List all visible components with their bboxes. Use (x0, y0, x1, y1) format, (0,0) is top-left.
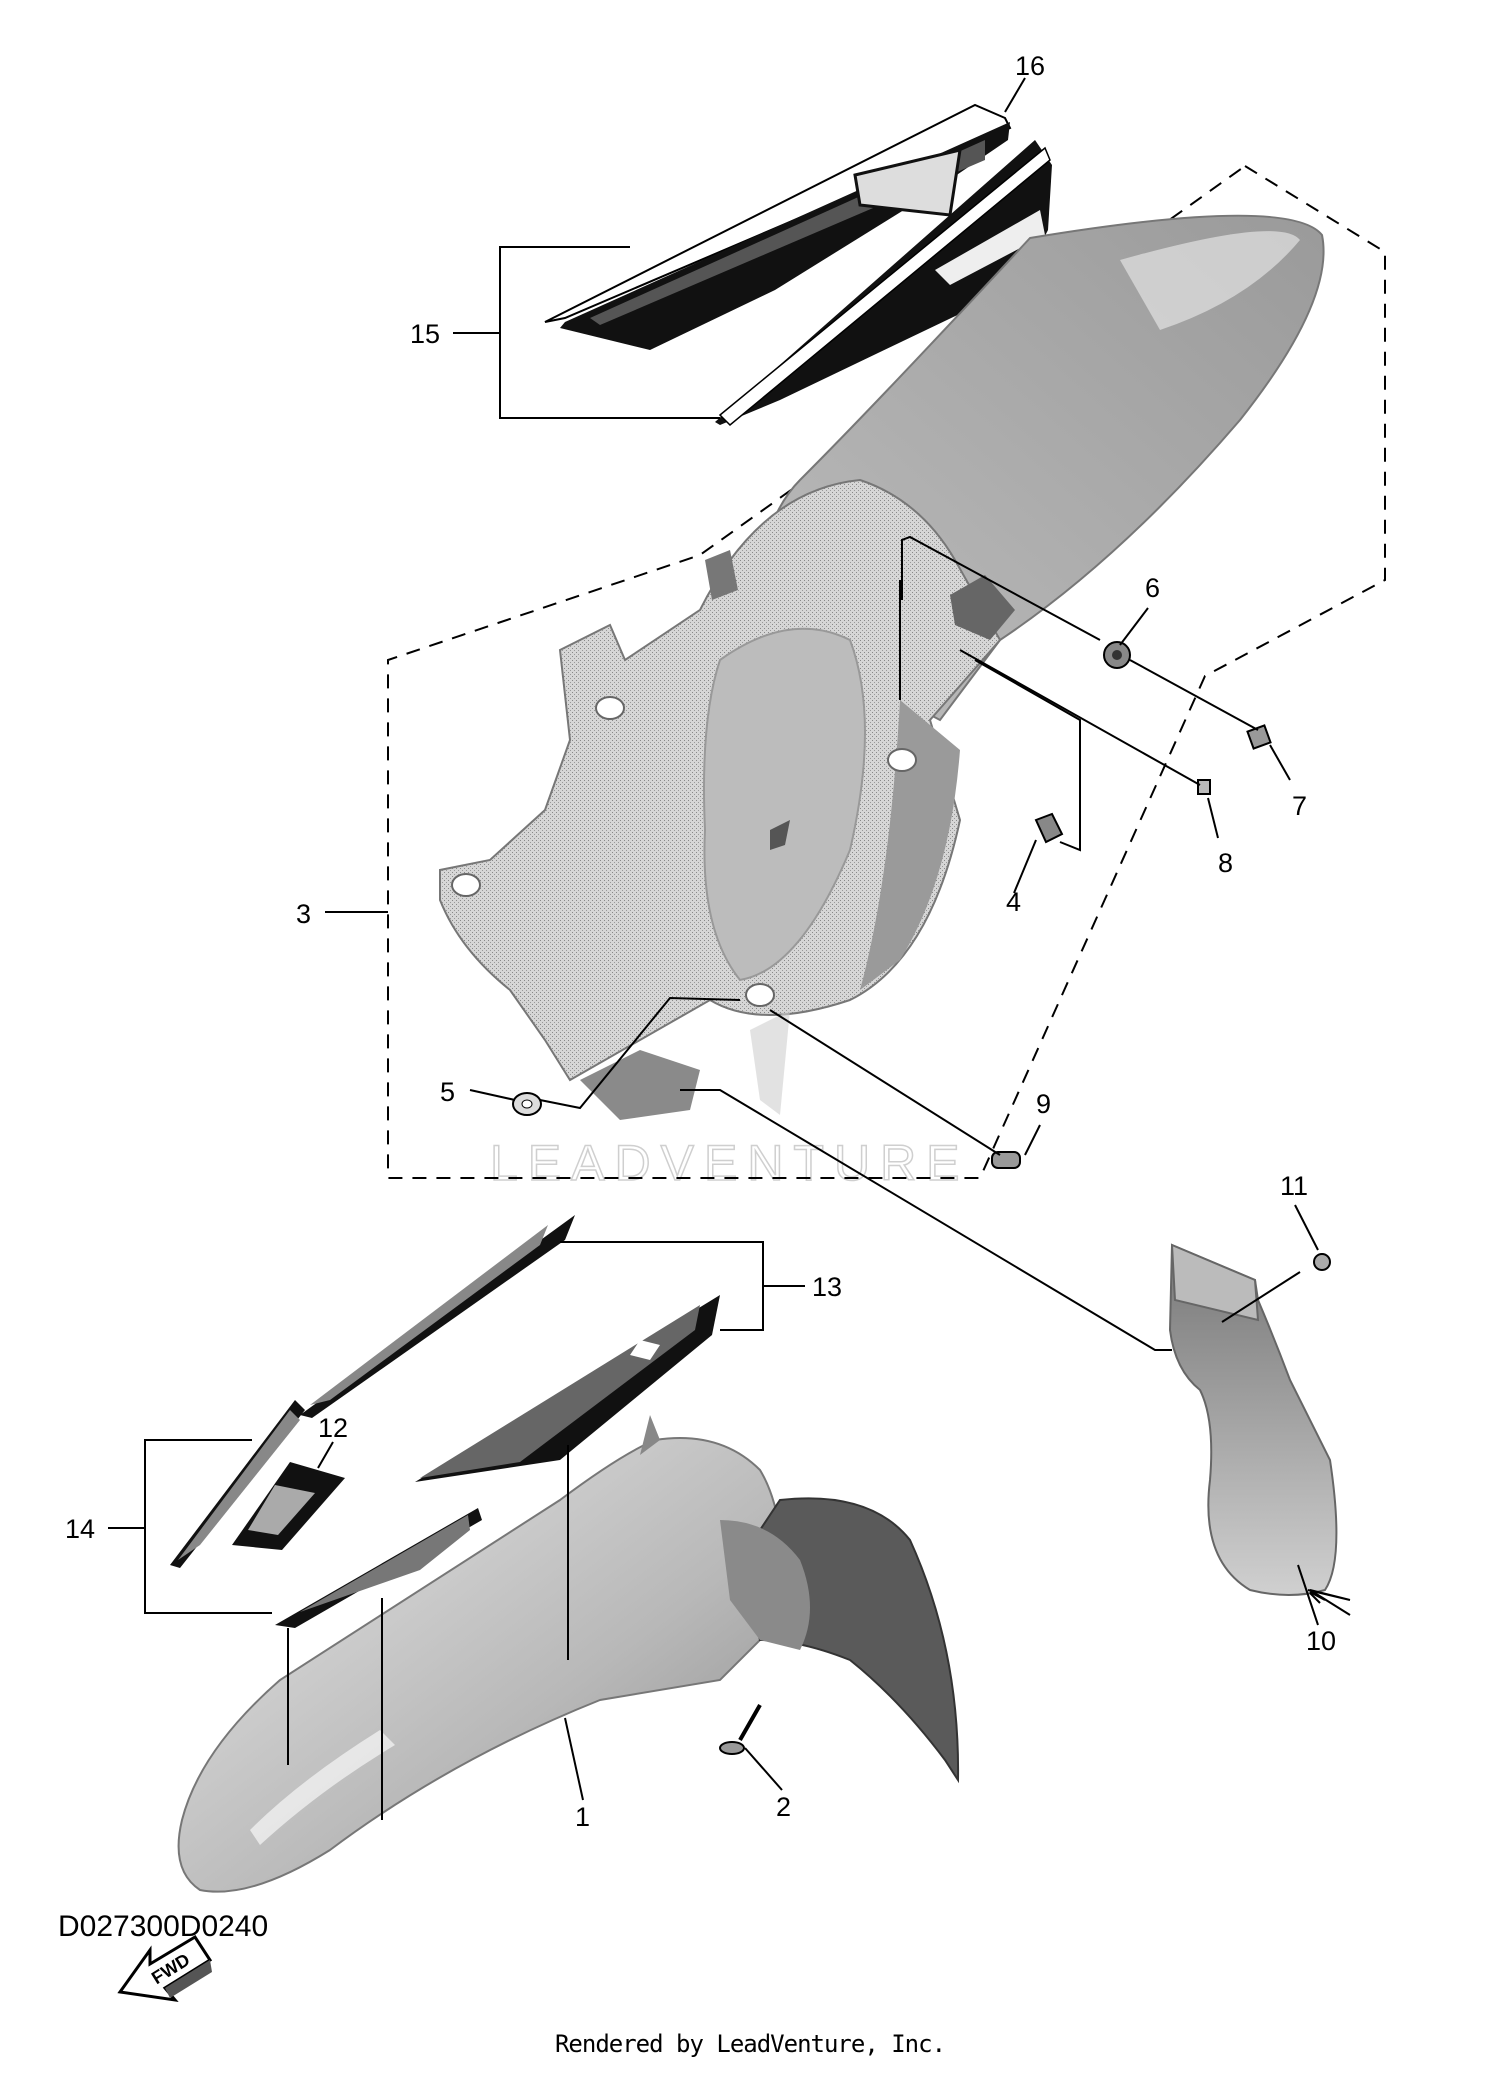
front-fender-decal-upper (300, 1215, 720, 1482)
front-fender-decal-lower (170, 1400, 482, 1628)
bolt-8 (1197, 779, 1211, 795)
rear-fender-graphic (544, 103, 1052, 427)
callout-11: 11 (1280, 1171, 1308, 1201)
rear-fender (439, 214, 1325, 1120)
callout-5: 5 (440, 1077, 455, 1107)
callout-15: 15 (410, 319, 440, 349)
callouts: 1 2 3 4 5 6 7 8 9 10 11 12 13 14 15 16 (65, 51, 1336, 1832)
washer-5 (512, 1092, 542, 1116)
diagram-code: D027300D0240 (58, 1910, 269, 1943)
screw-11 (1313, 1253, 1331, 1271)
callout-1: 1 (575, 1802, 590, 1832)
callout-7: 7 (1292, 791, 1307, 821)
callout-14: 14 (65, 1514, 95, 1544)
leader-lines (108, 77, 1351, 1820)
callout-16: 16 (1015, 51, 1045, 81)
bolt-7 (1246, 724, 1272, 750)
render-credit: Rendered by LeadVenture, Inc. (554, 2030, 946, 2058)
callout-2: 2 (776, 1792, 791, 1822)
callout-6: 6 (1145, 573, 1160, 603)
callout-10: 10 (1306, 1626, 1336, 1656)
leader-10 (1297, 1564, 1319, 1626)
front-fender (177, 1415, 960, 1893)
flange-nut-6 (1103, 641, 1131, 669)
watermark: LEADVENTURE (490, 1135, 970, 1191)
collar-9 (991, 1151, 1021, 1169)
callout-4: 4 (1006, 887, 1021, 917)
fwd-arrow: FWD (117, 1934, 213, 2003)
callout-8: 8 (1218, 848, 1233, 878)
callout-12: 12 (318, 1413, 348, 1443)
nut-4 (1034, 812, 1064, 844)
callout-13: 13 (812, 1272, 842, 1302)
mud-flap (1168, 1243, 1338, 1596)
callout-3: 3 (296, 899, 311, 929)
bolt-2 (719, 1704, 762, 1755)
callout-9: 9 (1036, 1089, 1051, 1119)
rear-fender-assembly-outline (387, 164, 1386, 1179)
